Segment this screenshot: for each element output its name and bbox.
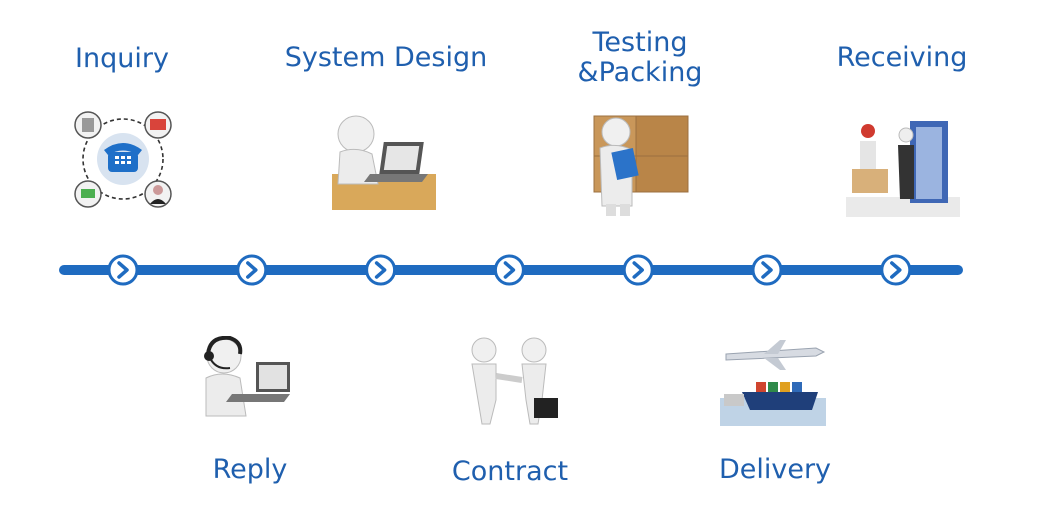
chevron-right-icon — [117, 261, 129, 279]
chevron-right-icon — [632, 261, 644, 279]
timeline-arrow-circle — [493, 254, 525, 286]
chevron-right-icon — [761, 261, 773, 279]
step-label-inquiry: Inquiry — [75, 43, 169, 74]
timeline-arrow-circle — [622, 254, 654, 286]
timeline-arrow-circle — [751, 254, 783, 286]
timeline-arrow-circle — [107, 254, 139, 286]
receiving-door-icon — [846, 121, 960, 217]
timeline-arrows — [107, 254, 912, 286]
chevron-right-icon — [890, 261, 902, 279]
chevron-right-icon — [246, 261, 258, 279]
step-label-system-design: System Design — [284, 42, 488, 73]
chevron-right-icon — [374, 261, 387, 279]
plane-ship-icon — [720, 340, 826, 426]
designer-laptop-icon — [332, 115, 436, 210]
step-label-reply: Reply — [212, 454, 288, 485]
step-label-receiving: Receiving — [836, 42, 968, 73]
chevron-right-icon — [503, 261, 516, 279]
step-label-testing-packing: Testing &Packing — [577, 27, 703, 88]
handshake-icon — [471, 337, 558, 425]
step-label-contract: Contract — [451, 456, 569, 487]
timeline-arrow-circle — [880, 254, 912, 286]
step-label-delivery: Delivery — [718, 454, 832, 485]
inquiry-illustration-icon — [74, 111, 172, 208]
timeline-arrow-circle — [365, 254, 397, 286]
timeline-arrow-circle — [236, 254, 268, 286]
headset-support-icon — [204, 336, 290, 417]
packing-boxes-icon — [593, 115, 689, 216]
